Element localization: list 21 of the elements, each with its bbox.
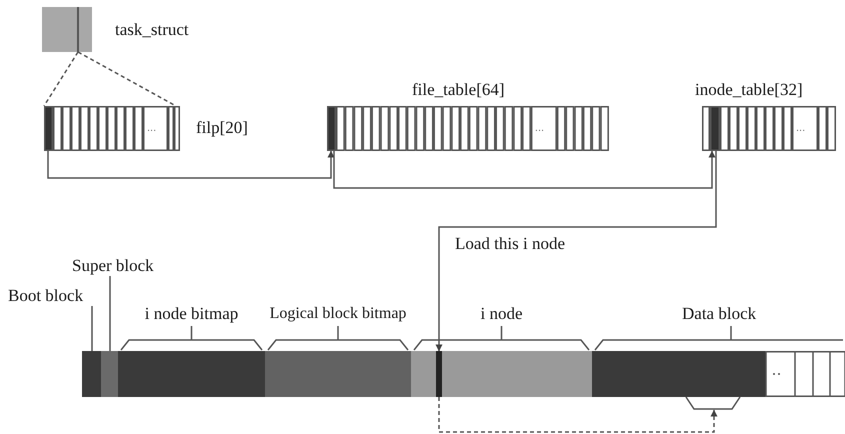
leader-line [91,306,93,351]
segment-label: Data block [682,304,756,324]
array-label: file_table[64] [412,80,505,100]
ellipsis: ... [147,122,156,134]
arrow [333,150,716,189]
connector-line [43,52,79,106]
connector-line [78,51,176,107]
leader-line [109,276,111,351]
segment-label: i node bitmap [144,304,240,324]
ellipsis: ... [534,122,544,134]
array-label: inode_table[32] [695,80,803,100]
segment-label: Super block [72,256,154,276]
node-label: task_struct [115,20,189,40]
arrow [436,151,717,352]
arrow [47,150,334,179]
ellipsis: ... [796,122,806,134]
dashed-arrow [438,397,718,433]
segment-label: Logical block bitmap [268,304,408,324]
segment-label: i node [479,304,524,324]
array-label: filp[20] [196,118,248,138]
segment-label: Boot block [8,286,84,306]
